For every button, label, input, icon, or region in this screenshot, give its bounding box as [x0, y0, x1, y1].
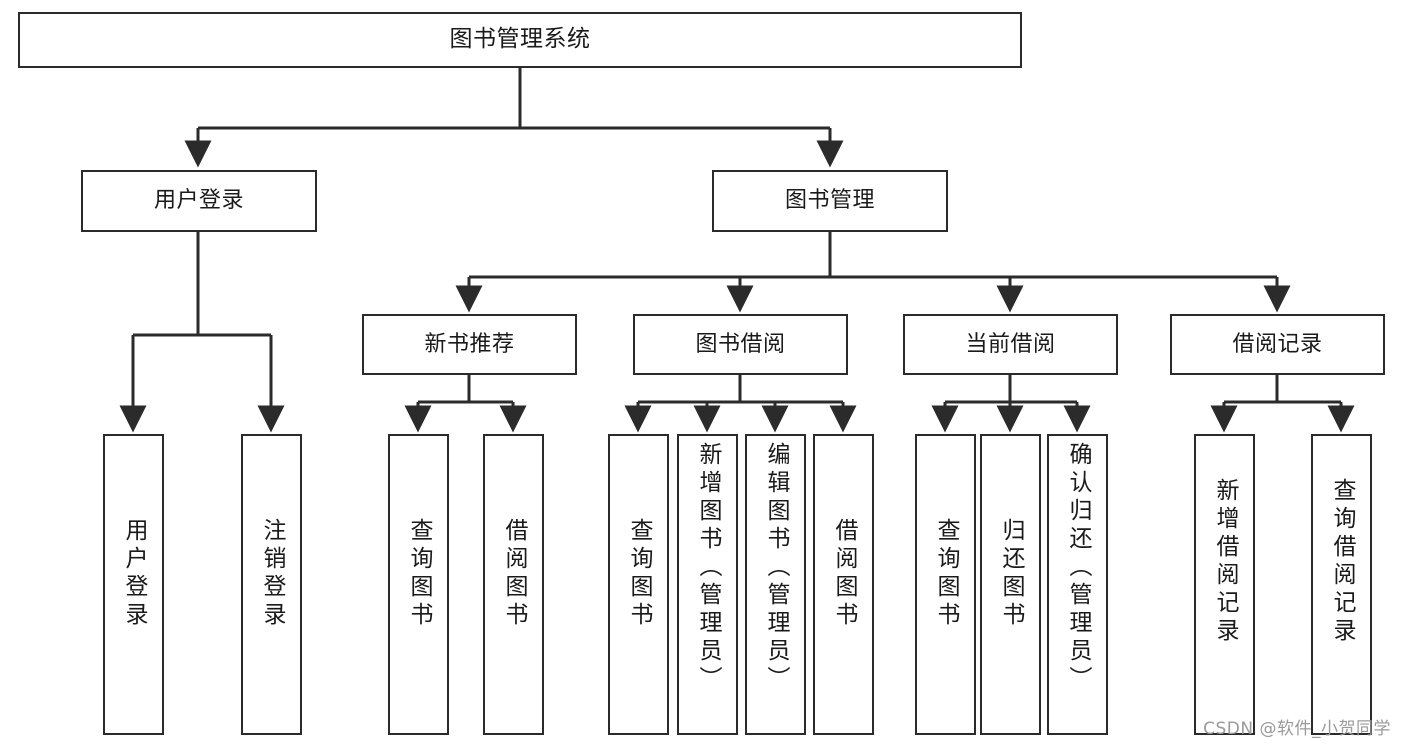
- node-leaf-edit-book-admin[interactable]: 编辑图书（管理员）: [745, 434, 806, 735]
- node-root-system[interactable]: 图书管理系统: [18, 12, 1022, 68]
- node-label: 图书管理系统: [449, 26, 591, 53]
- node-label: 借阅记录: [1232, 331, 1323, 357]
- node-leaf-return-book[interactable]: 归还图书: [980, 434, 1041, 735]
- node-label: 查询图书: [626, 518, 652, 630]
- node-book-borrow[interactable]: 图书借阅: [633, 314, 848, 375]
- node-leaf-confirm-return-admin[interactable]: 确认归还（管理员）: [1047, 434, 1108, 735]
- node-label: 查询图书: [406, 518, 432, 630]
- node-label: 图书管理: [784, 188, 875, 214]
- node-borrow-record[interactable]: 借阅记录: [1170, 314, 1385, 375]
- node-label: 归还图书: [998, 518, 1024, 630]
- node-new-book-recommendation[interactable]: 新书推荐: [362, 314, 577, 375]
- watermark-text: CSDN @软件_小贺同学: [1203, 719, 1391, 739]
- node-leaf-borrow-book-1[interactable]: 借阅图书: [483, 434, 544, 735]
- node-label: 新书推荐: [424, 331, 515, 357]
- node-label: 用户登录: [153, 188, 244, 214]
- node-label: 新增借阅记录: [1212, 478, 1238, 646]
- node-label: 借阅图书: [831, 518, 857, 630]
- node-current-borrow[interactable]: 当前借阅: [903, 314, 1118, 375]
- node-label: 当前借阅: [965, 331, 1056, 357]
- node-leaf-borrow-book-2[interactable]: 借阅图书: [813, 434, 874, 735]
- node-leaf-user-login[interactable]: 用户登录: [103, 434, 164, 735]
- node-label: 新增图书（管理员）: [695, 442, 721, 694]
- node-label: 用户登录: [121, 518, 147, 630]
- node-leaf-query-book-1[interactable]: 查询图书: [388, 434, 449, 735]
- node-label: 注销登录: [259, 518, 285, 630]
- node-label: 确认归还（管理员）: [1065, 442, 1091, 694]
- node-label: 图书借阅: [695, 331, 786, 357]
- node-leaf-query-borrow-record[interactable]: 查询借阅记录: [1311, 434, 1372, 735]
- node-book-manage[interactable]: 图书管理: [712, 170, 948, 232]
- node-leaf-logout[interactable]: 注销登录: [241, 434, 302, 735]
- node-leaf-add-borrow-record[interactable]: 新增借阅记录: [1194, 434, 1255, 735]
- node-label: 查询借阅记录: [1329, 478, 1355, 646]
- node-label: 编辑图书（管理员）: [763, 442, 789, 694]
- node-leaf-query-book-3[interactable]: 查询图书: [915, 434, 976, 735]
- node-user-login[interactable]: 用户登录: [81, 170, 317, 232]
- node-leaf-query-book-2[interactable]: 查询图书: [608, 434, 669, 735]
- node-leaf-add-book-admin[interactable]: 新增图书（管理员）: [677, 434, 738, 735]
- node-label: 借阅图书: [501, 518, 527, 630]
- node-label: 查询图书: [933, 518, 959, 630]
